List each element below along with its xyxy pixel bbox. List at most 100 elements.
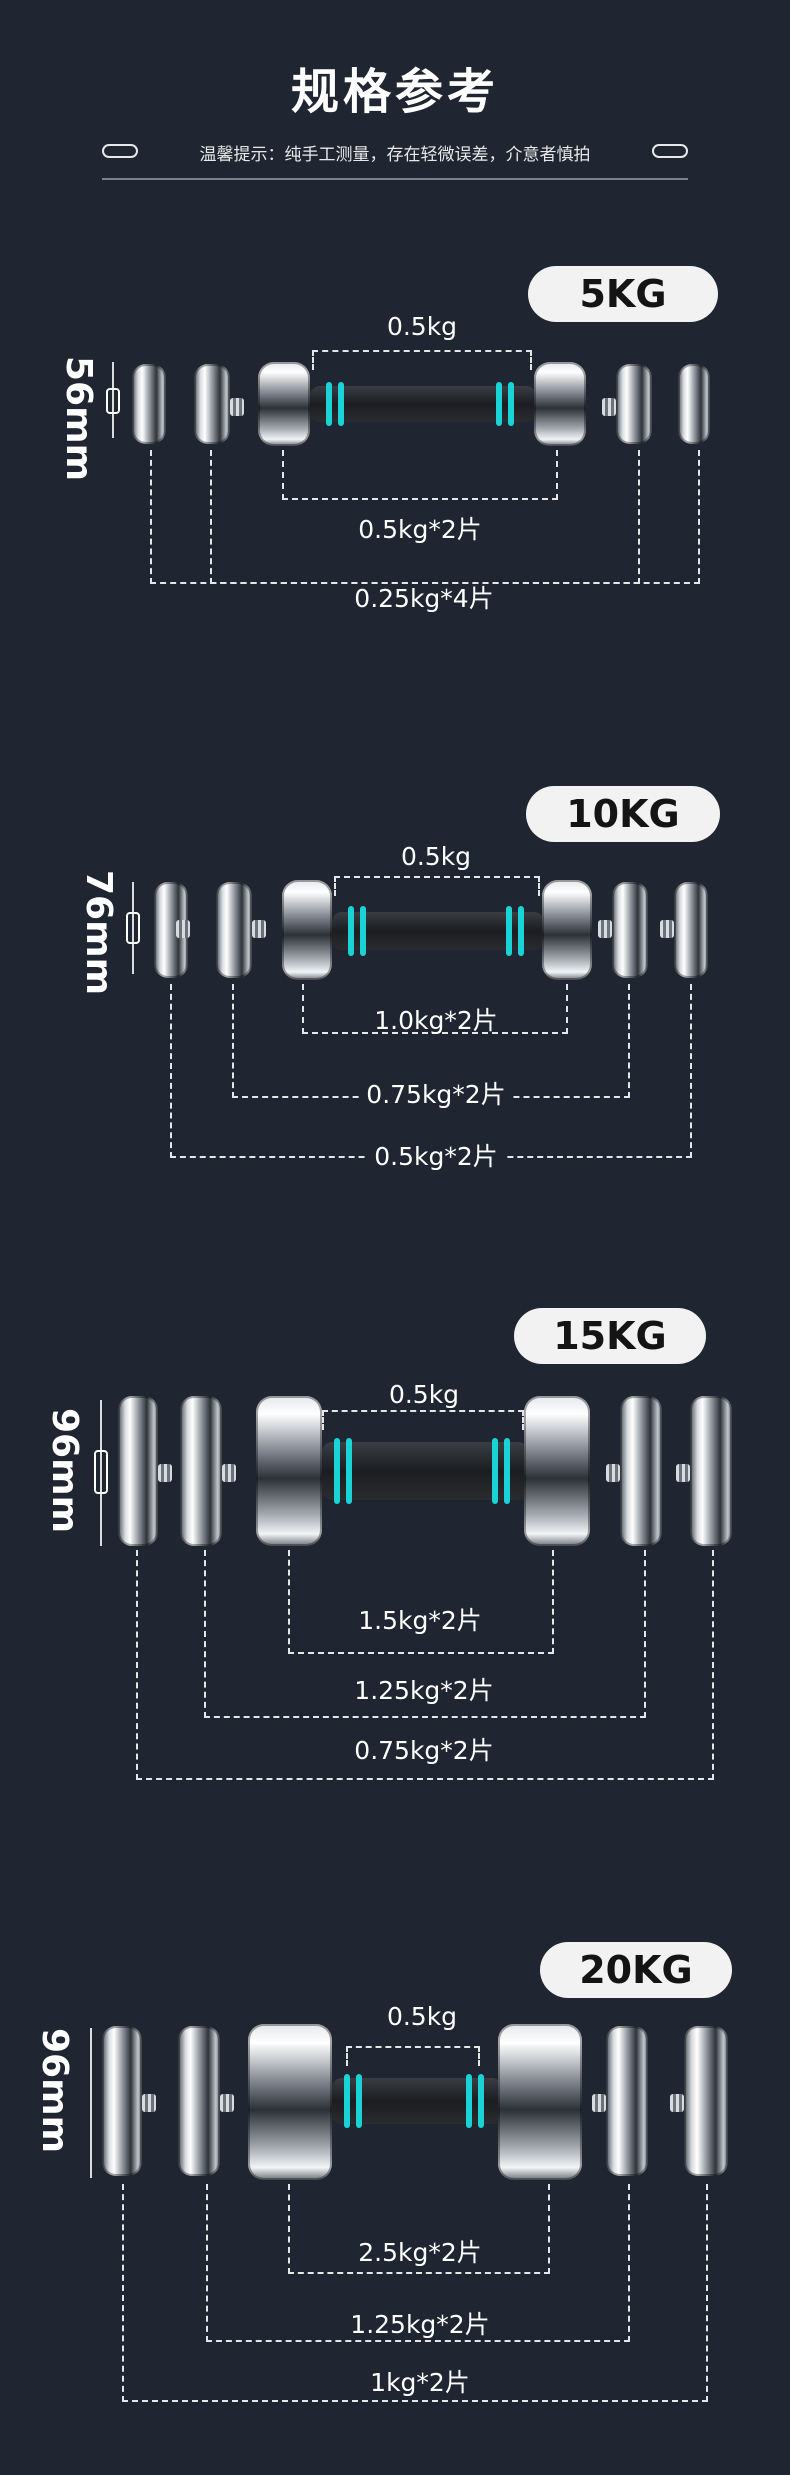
bar-weight-label: 0.5kg xyxy=(380,312,464,342)
outer-plate-label: 0.25kg*4片 xyxy=(348,584,500,614)
small-plate-right-inner xyxy=(606,2026,648,2176)
height-label: 96mm xyxy=(34,2028,75,2154)
dimension-line-middle xyxy=(210,450,640,584)
grip-ring xyxy=(492,1438,498,1504)
weight-badge: 20KG xyxy=(540,1942,732,1998)
grip-ring xyxy=(504,1438,510,1504)
small-plate-right-outer xyxy=(690,1396,732,1546)
inner-plate-label: 2.5kg*2片 xyxy=(358,2238,482,2267)
large-plate-right xyxy=(542,880,592,980)
thread-left-outer xyxy=(176,920,190,938)
subtitle: 温馨提示：纯手工测量，存在轻微误差，介意者慎拍 xyxy=(199,145,591,165)
spec-section-20kg: 20KG 96mm 0.5kg 2.5kg*2片 1.25kg*2片 1kg*2… xyxy=(0,1938,790,2438)
large-plate-right xyxy=(498,2024,582,2180)
small-plate-left-outer xyxy=(118,1396,158,1546)
height-marker xyxy=(112,362,114,438)
thread-right-outer xyxy=(660,920,674,938)
small-plate-left-outer xyxy=(102,2026,142,2176)
dimension-line-inner xyxy=(288,2184,550,2274)
middle-plate-label: 0.75kg*2片 xyxy=(360,1080,512,1110)
weight-badge: 15KG xyxy=(514,1308,706,1364)
header-divider xyxy=(102,178,688,180)
middle-plate-label: 1.25kg*2片 xyxy=(344,2310,496,2340)
thread-left xyxy=(222,1464,236,1482)
grip-ring xyxy=(346,1438,352,1504)
thread-right xyxy=(592,2094,606,2112)
thread-right xyxy=(602,398,616,416)
small-plate-left-inner xyxy=(178,2026,220,2176)
grip-ring xyxy=(466,2074,472,2128)
grip-ring xyxy=(360,906,366,956)
thread-left xyxy=(230,398,244,416)
middle-plate-label: 1.25kg*2片 xyxy=(348,1676,500,1706)
spec-section-5kg: 5KG 56mm 0.5kg 0.5kg*2片 0.25kg*4片 xyxy=(0,260,790,760)
small-plate-left-inner xyxy=(180,1396,222,1546)
height-label: 96mm xyxy=(44,1408,85,1534)
outer-plate-label: 0.75kg*2片 xyxy=(348,1736,500,1766)
grip-ring xyxy=(348,906,354,956)
grip-ring xyxy=(518,906,524,956)
large-plate-left xyxy=(258,362,310,446)
small-plate-left-inner xyxy=(216,882,252,978)
height-marker xyxy=(132,882,134,974)
dimension-line-outer xyxy=(170,984,692,1158)
grip-ring xyxy=(508,382,514,426)
grip-ring xyxy=(356,2074,362,2128)
height-marker-box xyxy=(94,1450,108,1494)
inner-plate-label: 0.5kg*2片 xyxy=(358,515,482,544)
dimension-line-outer xyxy=(122,2184,708,2402)
grip-ring xyxy=(344,2074,350,2128)
dimension-line-middle xyxy=(206,2184,630,2342)
dimension-line-inner xyxy=(288,1550,554,1654)
thread-left-outer xyxy=(158,1464,172,1482)
bar-dimension-line xyxy=(334,876,540,896)
left-pill-icon xyxy=(102,144,138,158)
grip-ring xyxy=(334,1438,340,1504)
height-marker xyxy=(90,2028,92,2178)
page-header: 规格参考 温馨提示：纯手工测量，存在轻微误差，介意者慎拍 xyxy=(0,0,790,190)
grip-ring xyxy=(506,906,512,956)
large-plate-right xyxy=(534,362,586,446)
bar-weight-label: 0.5kg xyxy=(380,2002,464,2032)
weight-badge: 5KG xyxy=(528,266,718,322)
small-plate-right-inner xyxy=(612,882,648,978)
thread-left xyxy=(252,920,266,938)
outer-plate-label: 0.5kg*2片 xyxy=(368,1142,504,1172)
dimension-line-outer xyxy=(136,1550,714,1780)
subtitle-row: 温馨提示：纯手工测量，存在轻微误差，介意者慎拍 xyxy=(102,138,688,166)
dimension-line-inner xyxy=(302,984,568,1034)
bar-dimension-line xyxy=(346,2046,480,2066)
thread-left-outer xyxy=(142,2094,156,2112)
bar-dimension-line xyxy=(312,350,532,370)
height-marker-box xyxy=(126,912,140,944)
bar-dimension-line xyxy=(322,1410,524,1430)
grip-ring xyxy=(478,2074,484,2128)
small-plate-left-outer xyxy=(132,364,166,444)
grip-ring xyxy=(496,382,502,426)
small-plate-right-outer xyxy=(678,364,710,444)
weight-badge: 10KG xyxy=(526,786,720,842)
height-label: 76mm xyxy=(78,870,119,996)
height-label: 56mm xyxy=(58,356,99,482)
bar-weight-label: 0.5kg xyxy=(394,842,478,872)
small-plate-right-outer xyxy=(684,2026,728,2176)
inner-plate-label: 1.5kg*2片 xyxy=(358,1606,482,1635)
bar-weight-label: 0.5kg xyxy=(382,1380,466,1410)
large-plate-left xyxy=(256,1396,322,1546)
large-plate-right xyxy=(524,1396,590,1546)
height-marker xyxy=(100,1400,102,1546)
small-plate-right-inner xyxy=(620,1396,662,1546)
dimension-line-inner xyxy=(282,450,558,500)
right-pill-icon xyxy=(652,144,688,158)
thread-right-outer xyxy=(676,1464,690,1482)
thread-right-outer xyxy=(670,2094,684,2112)
height-marker-box xyxy=(106,388,120,414)
dimension-line-middle xyxy=(204,1550,646,1718)
inner-plate-label: 1.0kg*2片 xyxy=(374,1006,498,1035)
small-plate-right-inner xyxy=(616,364,652,444)
thread-right xyxy=(598,920,612,938)
spec-section-10kg: 10KG 76mm 0.5kg 1.0kg*2片 0.75kg*2片 0.5kg… xyxy=(0,780,790,1280)
small-plate-right-outer xyxy=(674,882,708,978)
large-plate-left xyxy=(282,880,332,980)
small-plate-left-inner xyxy=(194,364,230,444)
